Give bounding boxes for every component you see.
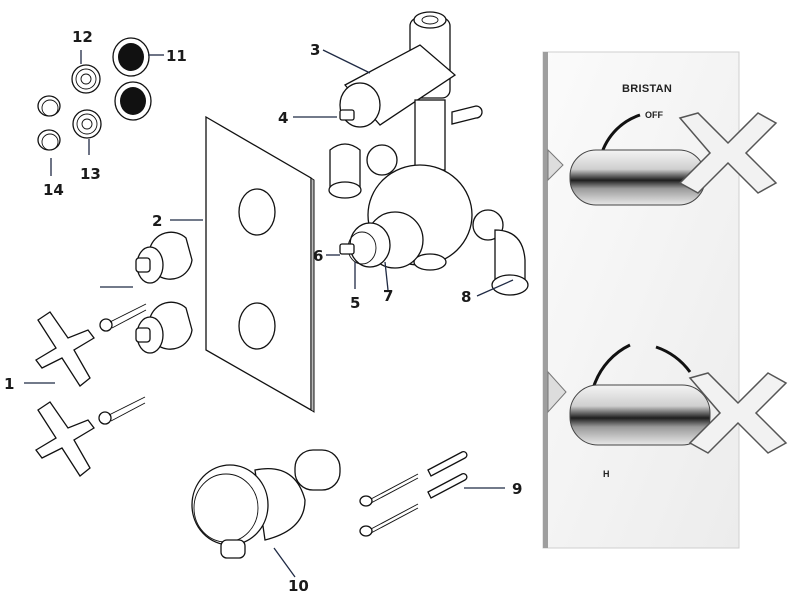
callout-9: 9: [512, 480, 522, 498]
callout-2: 2: [152, 212, 162, 230]
part-2-faceplate: [205, 115, 315, 413]
callout-10: 10: [288, 577, 309, 595]
spindle-adaptors: [135, 231, 193, 354]
callout-12: 12: [72, 28, 93, 46]
part-1-cross-handles: [35, 311, 95, 477]
callout-6: 6: [313, 247, 323, 265]
callout-11: 11: [166, 47, 187, 65]
part-11-filter-washers: [112, 37, 152, 121]
leader-lines: [24, 49, 514, 578]
handle-screws: [98, 303, 147, 425]
callout-1: 1: [4, 375, 14, 393]
brand-label: BRISTAN: [622, 83, 672, 95]
callout-14: 14: [43, 181, 64, 199]
dial-hot-label: H: [603, 469, 610, 479]
dial-off-label: OFF: [645, 110, 663, 120]
callout-labels: 1 2 3 4 5 6 7 8 9 10 11 12 13 14: [4, 28, 522, 595]
part-14-o-rings: [37, 95, 61, 151]
part-12-13-check-valves: [71, 64, 102, 139]
valve-body-assembly: [328, 11, 529, 296]
callout-4: 4: [278, 109, 288, 127]
part-9-plugs-and-screws: [359, 451, 468, 537]
callout-5: 5: [350, 294, 360, 312]
part-10-wall-outlet: [191, 449, 341, 559]
product-photo: BRISTAN OFF ON H: [542, 51, 788, 549]
callout-8: 8: [461, 288, 471, 306]
callout-7: 7: [383, 287, 393, 305]
callout-13: 13: [80, 165, 101, 183]
callout-3: 3: [310, 41, 320, 59]
